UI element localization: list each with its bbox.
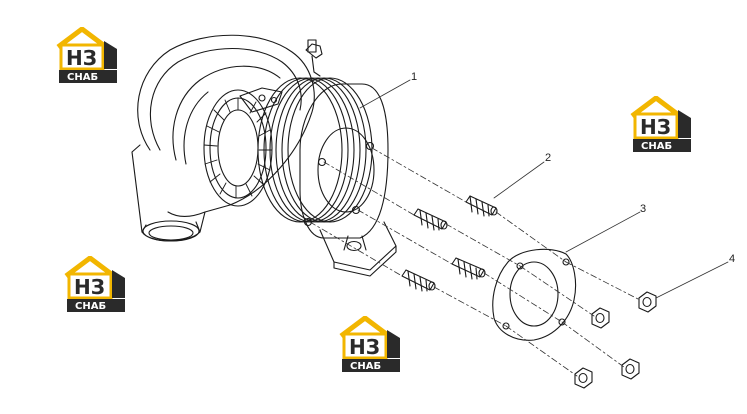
watermark-word: СНАБ bbox=[641, 141, 672, 152]
turbocharger-assembly bbox=[131, 34, 397, 277]
watermark-letters: НЗ bbox=[66, 46, 97, 70]
callout-labels: 1 2 3 4 bbox=[411, 71, 735, 265]
watermark-letters: НЗ bbox=[349, 335, 380, 359]
hex-nut bbox=[574, 367, 593, 389]
stud-bolt bbox=[465, 195, 498, 217]
leader-4 bbox=[655, 261, 729, 299]
house-logo-icon: НЗ СНАБ bbox=[630, 94, 691, 152]
watermark-logo: НЗ СНАБ bbox=[629, 94, 693, 159]
leader-2 bbox=[493, 161, 545, 199]
watermark-logo: НЗ СНАБ bbox=[63, 254, 127, 319]
watermark-letters: НЗ bbox=[74, 275, 105, 299]
turbine-outlet-flange bbox=[299, 83, 389, 239]
watermark-word: СНАБ bbox=[67, 72, 98, 83]
turbocharger-mounting-foot bbox=[319, 221, 397, 277]
leader-3 bbox=[565, 211, 641, 253]
stud-bolt bbox=[401, 269, 436, 292]
leader-1 bbox=[359, 79, 411, 109]
callout-leaders bbox=[359, 79, 729, 299]
callout-4: 4 bbox=[729, 253, 735, 265]
watermark-logo: НЗ СНАБ bbox=[338, 314, 402, 379]
compressor-wheel-ring bbox=[203, 89, 273, 207]
watermark-letters: НЗ bbox=[640, 115, 671, 139]
watermark-logo: НЗ СНАБ bbox=[55, 25, 119, 90]
hex-nut bbox=[621, 358, 640, 380]
watermark-word: СНАБ bbox=[75, 301, 106, 312]
oil-fitting bbox=[305, 39, 323, 77]
compressor-housing bbox=[137, 34, 315, 218]
hex-nut bbox=[638, 291, 657, 313]
nuts bbox=[574, 291, 657, 389]
callout-2: 2 bbox=[545, 152, 551, 164]
house-logo-icon: НЗ СНАБ bbox=[339, 314, 400, 372]
callout-3: 3 bbox=[640, 203, 646, 215]
assembly-center-lines bbox=[309, 147, 641, 377]
house-logo-icon: НЗ СНАБ bbox=[56, 25, 117, 83]
hex-nut bbox=[591, 307, 610, 329]
stud-bolt bbox=[413, 208, 448, 231]
callout-1: 1 bbox=[411, 71, 417, 83]
compressor-blades bbox=[203, 97, 273, 199]
watermark-word: СНАБ bbox=[350, 361, 381, 372]
house-logo-icon: НЗ СНАБ bbox=[64, 254, 125, 312]
stud-bolts bbox=[401, 195, 498, 292]
stud-bolt bbox=[451, 257, 486, 280]
compressor-outlet bbox=[131, 144, 206, 242]
